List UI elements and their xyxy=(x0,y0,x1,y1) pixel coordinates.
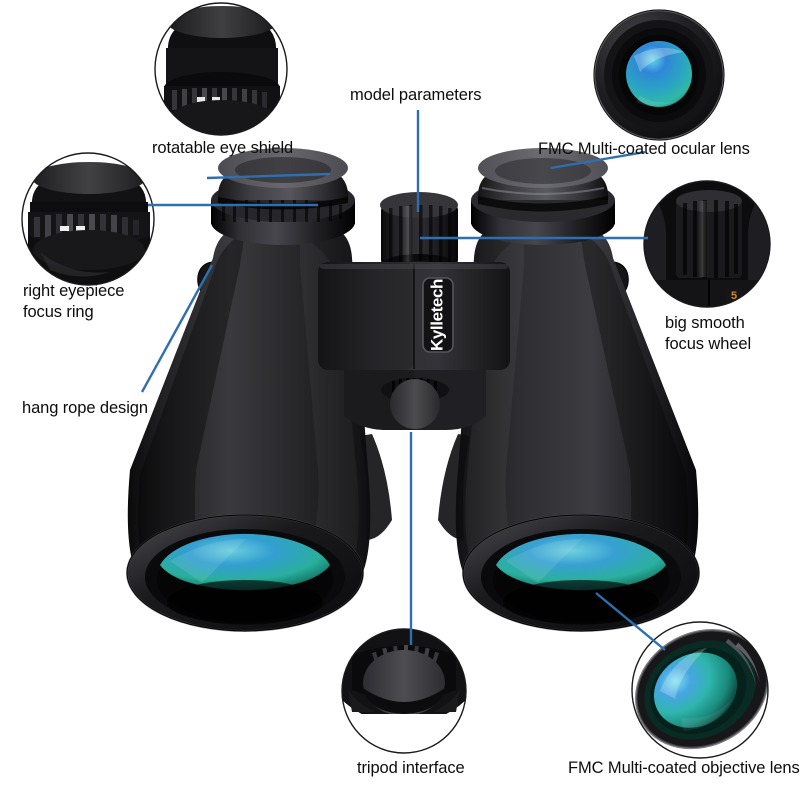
callout-label-fmc-objective-lens: FMC Multi-coated objective lens xyxy=(568,759,800,777)
callout-label-model-parameters: model parameters xyxy=(350,86,482,104)
right-eyepiece-assembly xyxy=(471,148,615,245)
callout-label-tripod-interface: tripod interface xyxy=(357,759,465,777)
brand-logo-text: Kylletech xyxy=(427,279,446,351)
brand-logo-plaque: Kylletech xyxy=(422,277,454,353)
callout-bubble-fmc-objective-lens xyxy=(631,621,769,759)
callout-bubble-fmc-ocular-lens xyxy=(593,9,725,141)
tripod-socket-knob xyxy=(381,378,449,429)
center-bridge-plate: Kylletech xyxy=(318,262,510,370)
callout-label-right-eyepiece-focus-ring: right eyepiece focus ring xyxy=(23,282,125,322)
leader-lines xyxy=(140,110,666,651)
left-eyepiece-assembly xyxy=(211,148,355,245)
callout-bubble-rotatable-eye-shield xyxy=(154,2,288,136)
leader-rotatable-eye-shield xyxy=(206,172,331,180)
binoculars-main-body: Kylletech xyxy=(126,148,700,632)
callout-bubble-right-eyepiece-focus-ring xyxy=(21,152,155,286)
callout-label-fmc-ocular-lens: FMC Multi-coated ocular lens xyxy=(538,140,750,158)
leader-fmc-ocular-lens xyxy=(550,150,646,170)
callout-label-big-smooth-focus-wheel: big smooth focus wheel xyxy=(665,314,752,354)
callout-label-hang-rope-design: hang rope design xyxy=(22,399,148,417)
callout-bubble-big-smooth-focus-wheel: 5 xyxy=(643,180,771,308)
right-objective-lens xyxy=(462,514,700,632)
leader-fmc-objective-lens xyxy=(595,592,666,651)
svg-text:5: 5 xyxy=(731,290,737,302)
leader-hang-rope-design xyxy=(140,264,214,393)
left-objective-lens xyxy=(126,514,364,632)
callout-bubble-tripod-interface xyxy=(341,628,467,754)
callout-label-rotatable-eye-shield: rotatable eye shield xyxy=(152,139,294,157)
